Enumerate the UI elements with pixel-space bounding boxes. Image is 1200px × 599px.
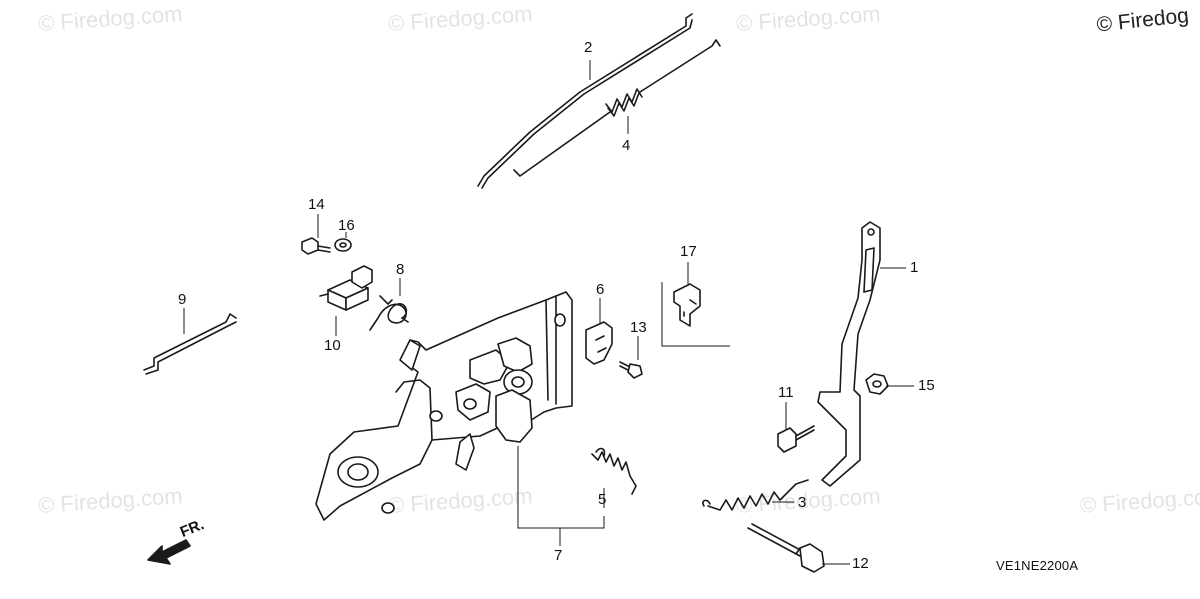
part-10-switch xyxy=(319,265,373,311)
callout-12: 12 xyxy=(852,555,869,572)
part-17-clip xyxy=(673,283,701,327)
front-arrow-icon xyxy=(147,539,191,565)
part-15-nut xyxy=(865,373,889,395)
part-2-rod xyxy=(477,13,693,189)
callout-9: 9 xyxy=(178,291,187,308)
part-17-group-bracket xyxy=(661,282,730,347)
callout-11: 11 xyxy=(778,384,794,401)
callout-3: 3 xyxy=(798,494,807,511)
callout-13: 13 xyxy=(630,319,647,336)
part-7-control-plate xyxy=(315,291,573,521)
part-14-bolt xyxy=(301,237,331,255)
callout-8: 8 xyxy=(396,261,405,278)
part-9-rod xyxy=(143,313,237,375)
callout-14: 14 xyxy=(308,196,325,213)
callout-5: 5 xyxy=(598,491,607,508)
part-8-torsion-spring xyxy=(369,295,409,331)
callout-15: 15 xyxy=(918,377,935,394)
part-12-bolt xyxy=(747,523,825,573)
callout-4: 4 xyxy=(622,137,631,154)
leader-lines xyxy=(183,60,914,565)
callout-6: 6 xyxy=(596,281,605,298)
part-11-bolt xyxy=(777,425,815,453)
callout-7: 7 xyxy=(554,547,563,564)
part-4-spring-rod xyxy=(513,39,721,177)
callout-17: 17 xyxy=(680,243,697,260)
part-13-screw xyxy=(619,361,643,379)
callout-10: 10 xyxy=(324,337,341,354)
part-16-washer xyxy=(334,238,352,252)
part-5-spring xyxy=(591,447,637,495)
callout-1: 1 xyxy=(910,259,919,276)
part-1-lever xyxy=(817,221,881,487)
part-6-cable-clip xyxy=(585,321,613,365)
callout-16: 16 xyxy=(338,217,355,234)
diagram-code: VE1NE2200A xyxy=(996,558,1079,573)
callout-2: 2 xyxy=(584,39,593,56)
part-3-spring xyxy=(702,479,809,511)
